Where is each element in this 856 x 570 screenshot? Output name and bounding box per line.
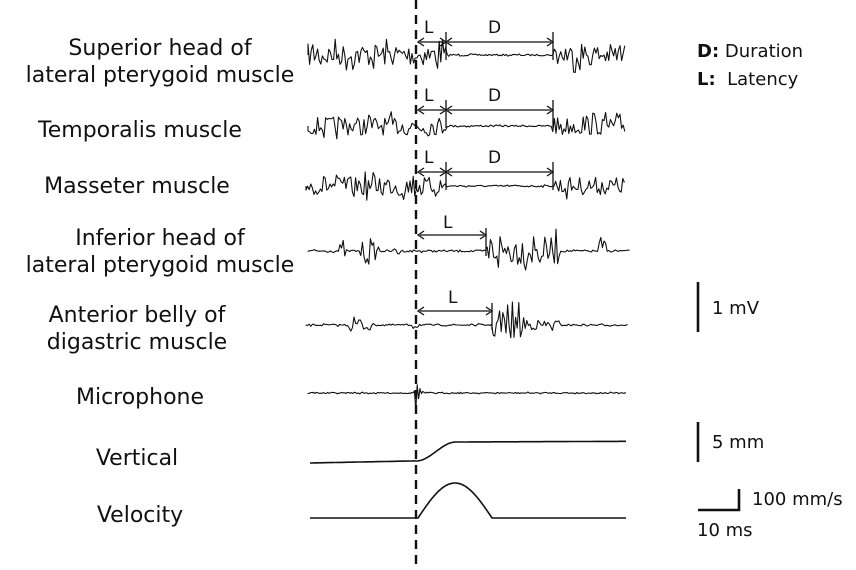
trace-temporalis [308,112,625,139]
trace-microphone [308,385,626,410]
row-label-temporalis: Temporalis muscle [0,117,290,144]
row-label-vertical: Vertical [0,445,287,472]
duration-marker-temporalis: D [488,86,501,106]
latency-marker-temporalis: L [424,86,434,106]
legend-duration: D: Duration [697,38,803,66]
latency-marker-digastric: L [448,288,458,308]
voltage-scale-label: 1 mV [712,298,759,319]
interval-arrows [418,32,553,330]
trace-slp [308,39,625,72]
legend-latency: L: Latency [697,66,803,94]
trace-masseter [306,172,624,200]
velocity-time-scale-bar [698,489,739,510]
signal-traces [306,39,630,518]
latency-marker-slp: L [424,18,434,38]
displacement-scale-label: 5 mm [712,432,764,453]
latency-marker-ilp: L [443,213,453,233]
row-label-velocity: Velocity [0,502,290,529]
legend: D: Duration L: Latency [697,38,803,94]
row-label-slp: Superior head oflateral pterygoid muscle [10,35,310,89]
duration-marker-slp: D [488,18,501,38]
trace-vertical [310,441,626,463]
row-label-ilp: Inferior head oflateral pterygoid muscle [10,225,310,279]
velocity-scale-label: 100 mm/s [752,489,843,510]
time-scale-label: 10 ms [697,520,753,541]
latency-marker-masseter: L [424,148,434,168]
row-label-microphone: Microphone [0,384,290,411]
row-label-digastric: Anterior belly ofdigastric muscle [0,302,287,356]
trace-digastric [306,302,628,338]
row-label-masseter: Masseter muscle [0,173,287,200]
duration-marker-masseter: D [488,148,501,168]
trace-velocity [310,483,626,518]
